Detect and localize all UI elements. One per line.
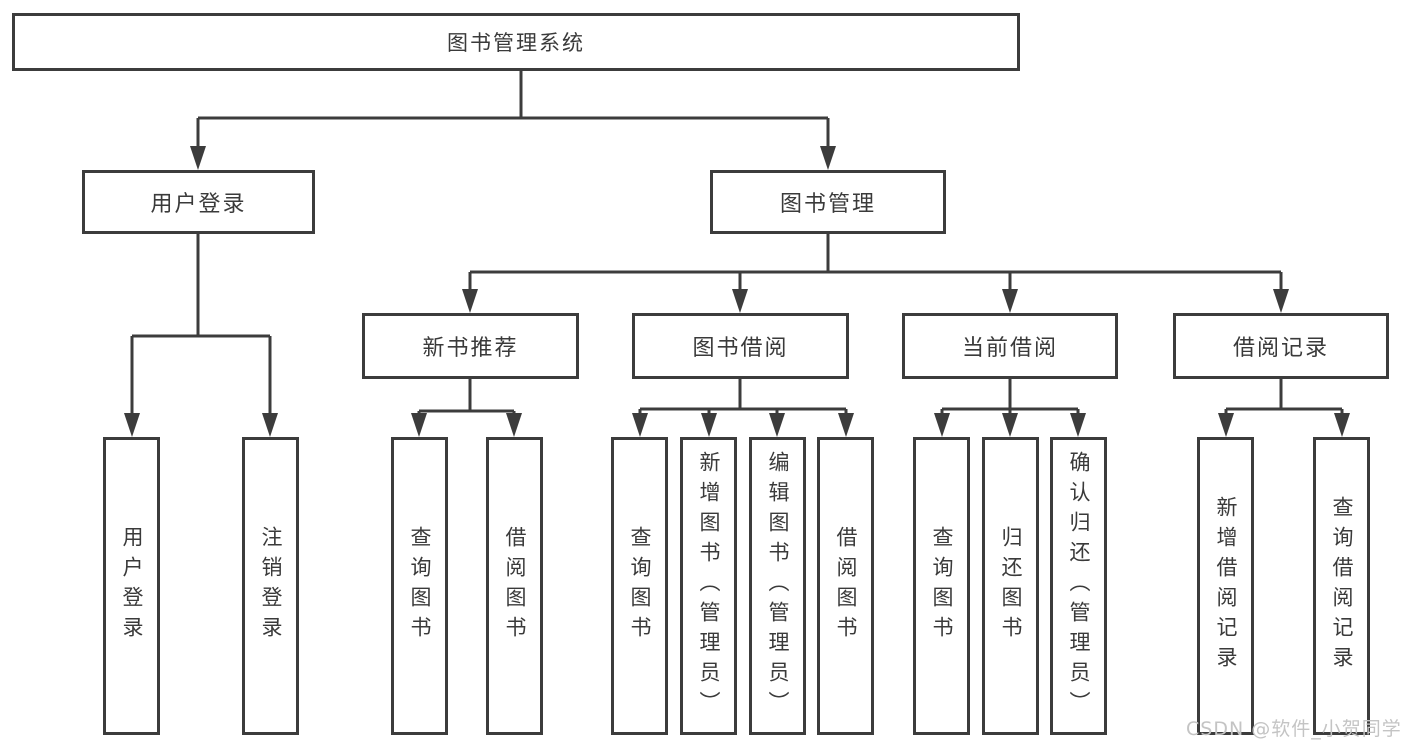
leaf-confirm-return-admin: 确认归还（管理员）: [1050, 437, 1107, 735]
node-user-login: 用户登录: [82, 170, 315, 234]
node-borrowing-records: 借阅记录: [1173, 313, 1389, 379]
leaf-label: 编辑图书（管理员）: [766, 451, 790, 721]
node-label: 用户登录: [150, 192, 247, 217]
node-label: 新书推荐: [422, 336, 519, 361]
leaf-add-book-admin: 新增图书（管理员）: [680, 437, 737, 735]
leaf-label: 归还图书: [999, 526, 1023, 646]
leaf-borrow-books-recommend: 借阅图书: [486, 437, 543, 735]
leaf-label: 用户登录: [120, 526, 144, 646]
node-label: 图书管理系统: [447, 31, 585, 55]
leaf-label: 查询图书: [628, 526, 652, 646]
node-library-management-system: 图书管理系统: [12, 13, 1020, 71]
node-book-borrowing: 图书借阅: [632, 313, 849, 379]
leaf-borrow-books: 借阅图书: [817, 437, 874, 735]
leaf-label: 新增借阅记录: [1214, 496, 1238, 676]
leaf-query-books-current: 查询图书: [913, 437, 970, 735]
leaf-query-books-borrow: 查询图书: [611, 437, 668, 735]
watermark: CSDN @软件_小贺同学: [1186, 718, 1402, 740]
node-current-borrowing: 当前借阅: [902, 313, 1118, 379]
leaf-query-borrow-record: 查询借阅记录: [1313, 437, 1370, 735]
leaf-label: 借阅图书: [834, 526, 858, 646]
leaf-edit-book-admin: 编辑图书（管理员）: [749, 437, 806, 735]
node-label: 借阅记录: [1232, 336, 1329, 361]
node-label: 图书借阅: [692, 336, 789, 361]
leaf-label: 查询图书: [408, 526, 432, 646]
leaf-label: 确认归还（管理员）: [1067, 451, 1091, 721]
leaf-label: 查询借阅记录: [1330, 496, 1354, 676]
leaf-label: 注销登录: [259, 526, 283, 646]
leaf-query-books-recommend: 查询图书: [391, 437, 448, 735]
leaf-add-borrow-record: 新增借阅记录: [1197, 437, 1254, 735]
arrowheads: [124, 146, 1350, 437]
leaf-label: 借阅图书: [503, 526, 527, 646]
node-new-book-recommendation: 新书推荐: [362, 313, 579, 379]
leaf-label: 查询图书: [930, 526, 954, 646]
node-label: 当前借阅: [961, 336, 1058, 361]
leaf-logout: 注销登录: [242, 437, 299, 735]
leaf-label: 新增图书（管理员）: [697, 451, 721, 721]
node-label: 图书管理: [779, 192, 876, 217]
leaf-user-login: 用户登录: [103, 437, 160, 735]
node-book-management: 图书管理: [710, 170, 946, 234]
leaf-return-books: 归还图书: [982, 437, 1039, 735]
